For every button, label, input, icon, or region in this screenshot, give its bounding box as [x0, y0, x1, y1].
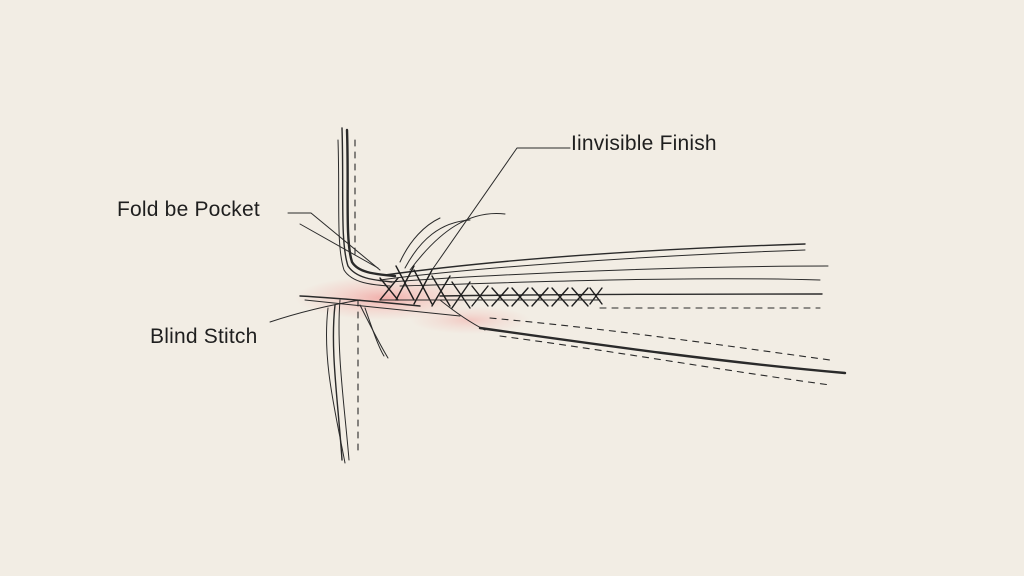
highlight-wash — [295, 276, 475, 320]
label-blind-stitch: Blind Stitch — [150, 325, 258, 348]
lower-fabric-lines — [299, 295, 847, 386]
highlight-wash-tail — [410, 306, 530, 334]
upper-threads — [379, 212, 829, 297]
vertical-fold-lines — [325, 127, 397, 464]
label-fold-pocket: Fold be Pocket — [117, 198, 260, 221]
leader-lines — [269, 147, 571, 323]
label-invisible-finish: Iinvisible Finish — [571, 132, 717, 155]
cross-stitches — [379, 265, 603, 309]
